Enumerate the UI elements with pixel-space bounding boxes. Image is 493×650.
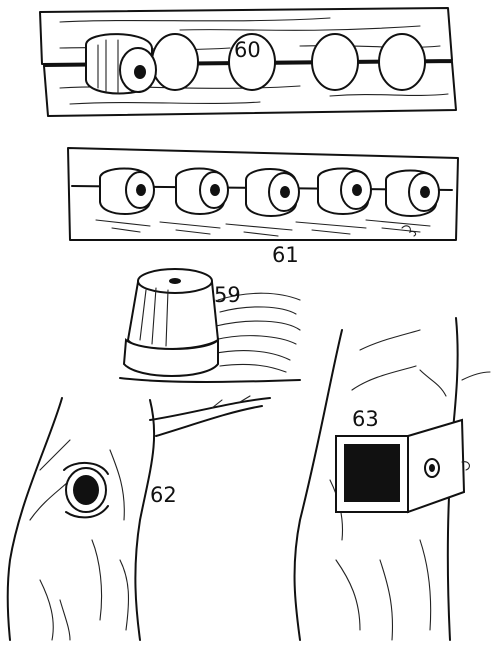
bobbin-61-d (317, 167, 372, 215)
figure-59-inverted-pot: 59 (119, 268, 301, 383)
figure-label-61: 61 (272, 243, 299, 267)
bobbin-61-c (245, 168, 300, 217)
bobbin-61-a (99, 167, 155, 215)
figure-62-tree-with-hole: 62 (6, 395, 271, 641)
bobbin-60 (85, 33, 157, 95)
figure-63-tree-with-box: 63 (293, 317, 491, 641)
figure-label-62: 62 (150, 483, 177, 507)
bobbin-61-e (385, 169, 440, 217)
figure-label-59: 59 (214, 283, 241, 307)
figure-label-63: 63 (352, 407, 379, 431)
bobbin-row-61 (99, 167, 440, 217)
bobbin-61-b (175, 167, 229, 215)
figure-60-split-board: 60 (39, 7, 457, 117)
figure-61-bobbin-board: 61 (67, 147, 459, 267)
figure-label-60: 60 (234, 38, 261, 62)
